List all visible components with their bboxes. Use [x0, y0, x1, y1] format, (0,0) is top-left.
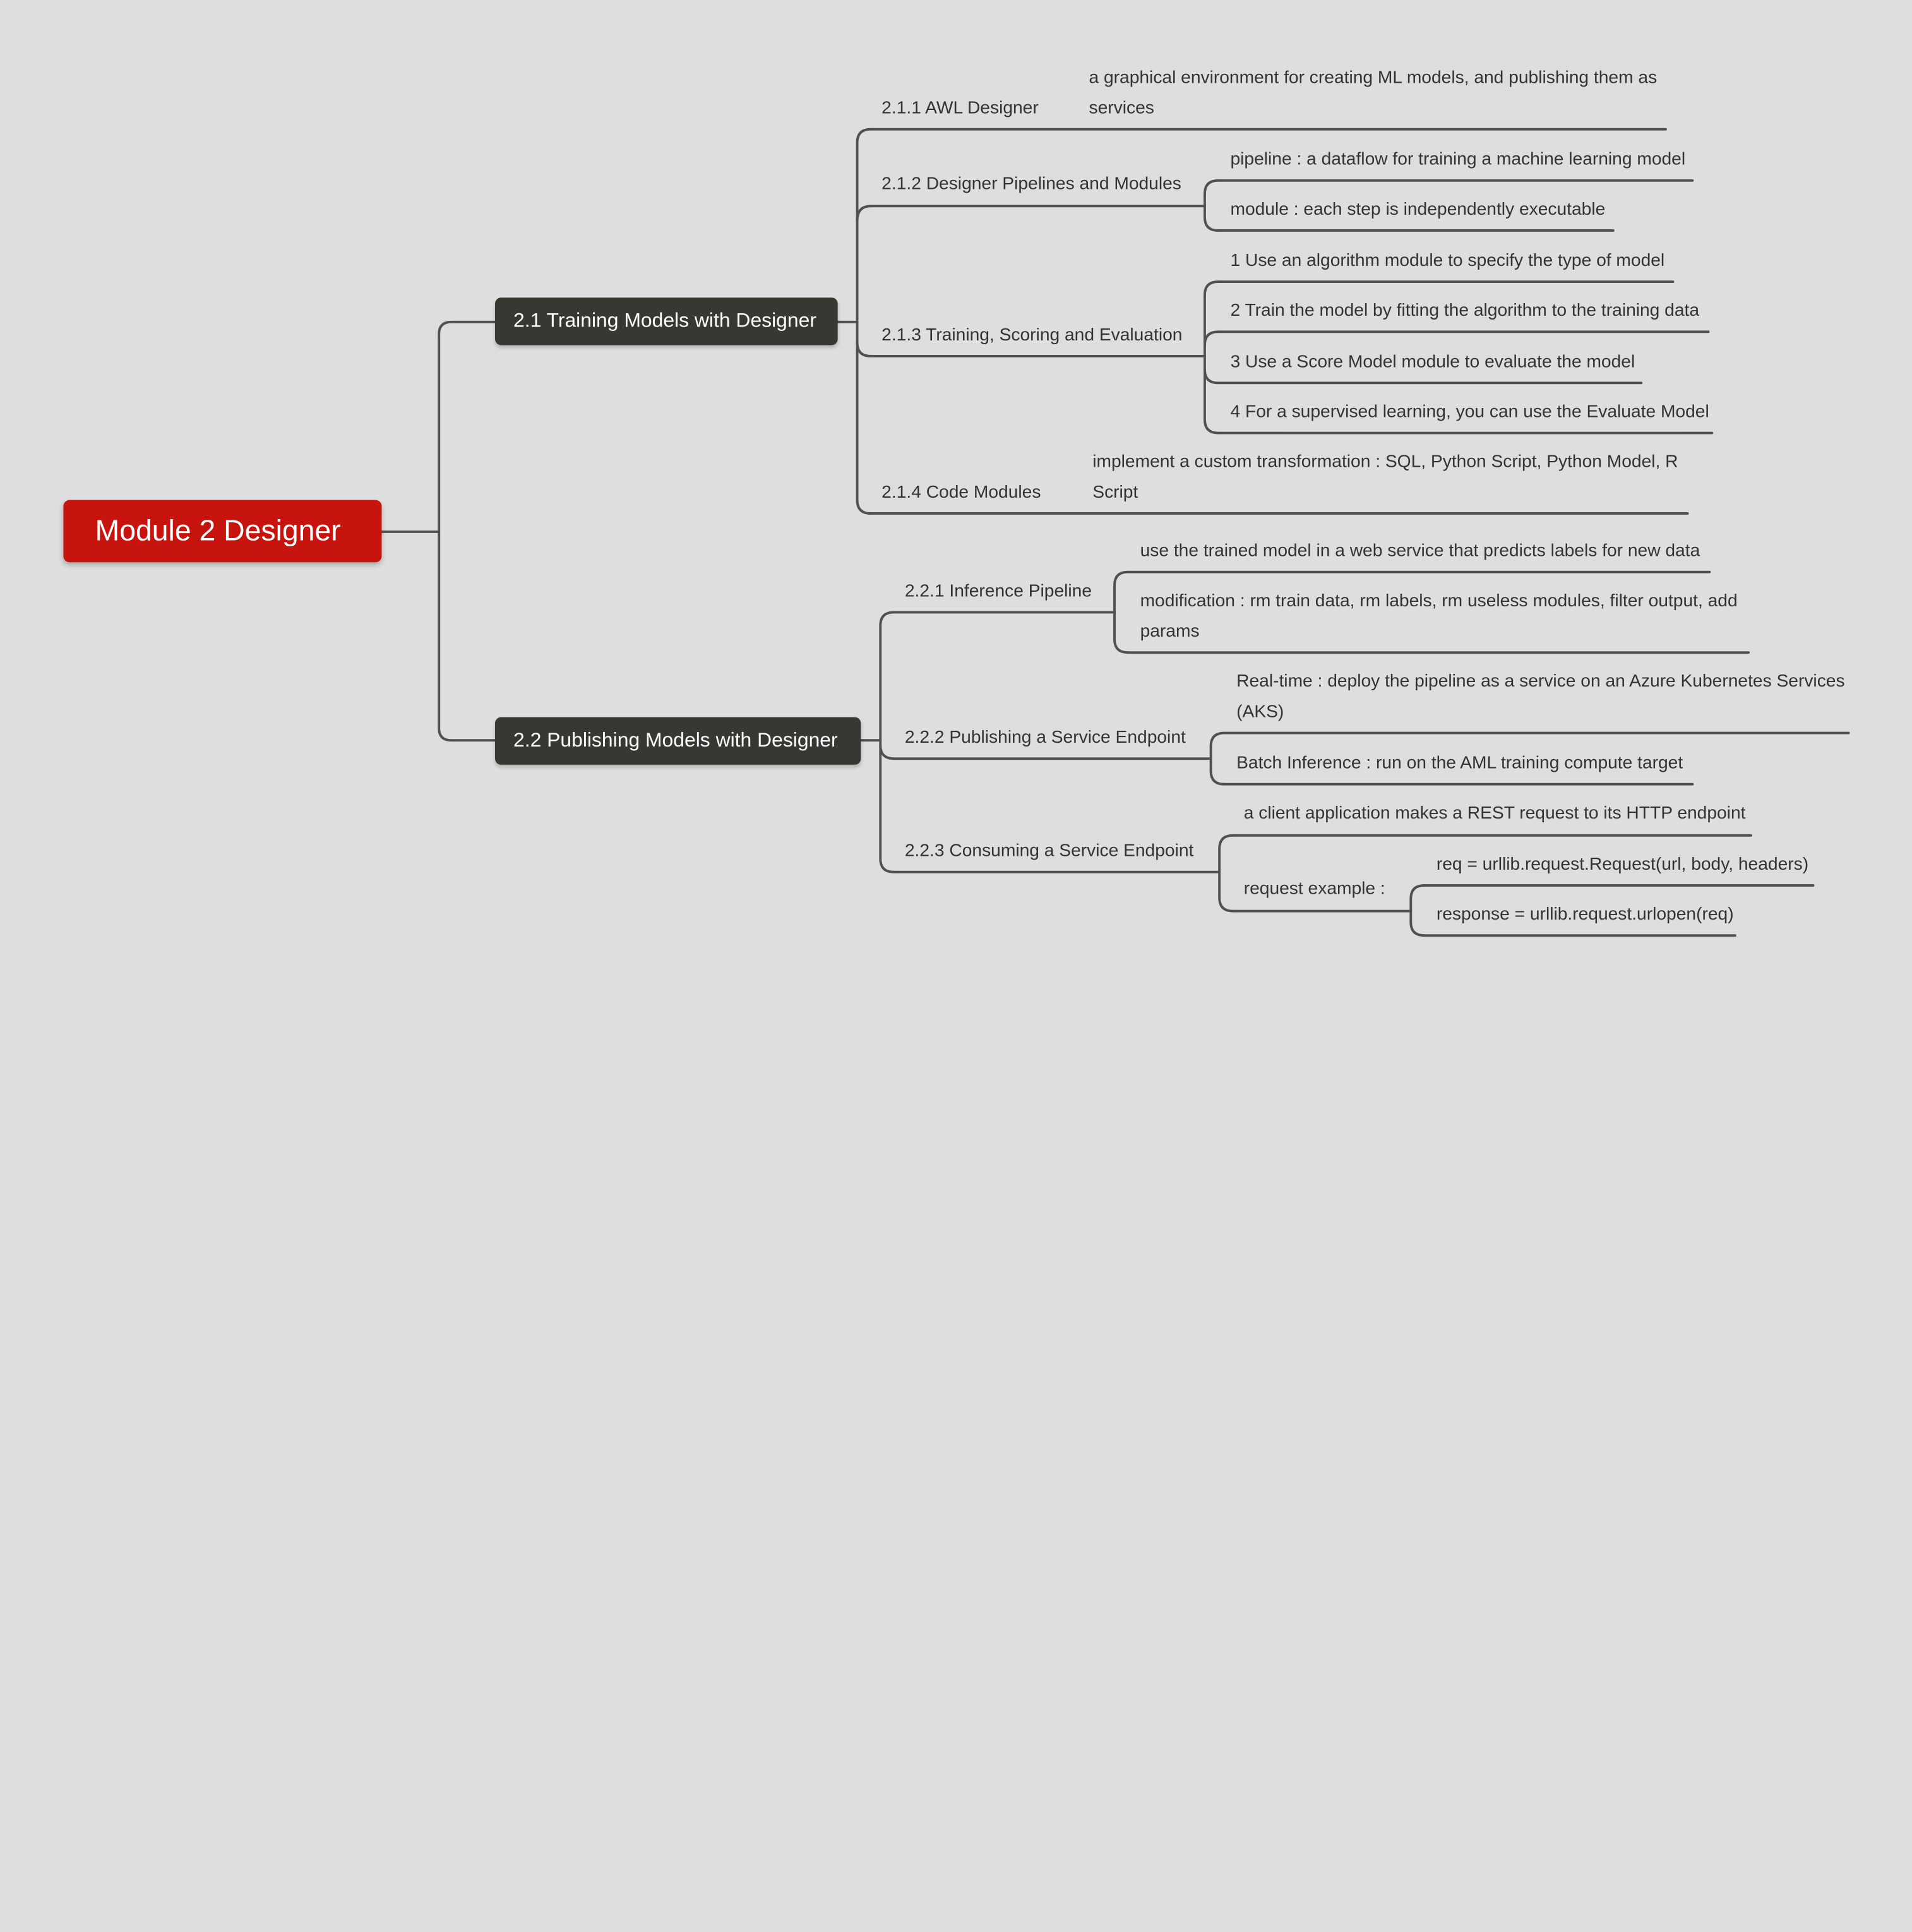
- subtopic-pipelines-modules[interactable]: 2.1.2 Designer Pipelines and Modules: [881, 174, 1181, 195]
- note-step-1[interactable]: 1 Use an algorithm module to specify the…: [1230, 251, 1665, 271]
- connector-lines: [380, 128, 1850, 937]
- root-topic[interactable]: Module 2 Designer: [63, 500, 382, 563]
- main-topic-publishing[interactable]: 2.2 Publishing Models with Designer: [495, 717, 861, 765]
- subtopic-inference-pipeline[interactable]: 2.2.1 Inference Pipeline: [904, 582, 1092, 602]
- note-realtime[interactable]: Real-time : deploy the pipeline as a ser…: [1236, 672, 1845, 723]
- note-inference-use[interactable]: use the trained model in a web service t…: [1140, 541, 1700, 561]
- note-awl-designer[interactable]: a graphical environment for creating ML …: [1089, 68, 1658, 119]
- subtopic-awl-designer[interactable]: 2.1.1 AWL Designer: [881, 99, 1039, 119]
- note-batch[interactable]: Batch Inference : run on the AML trainin…: [1236, 753, 1683, 774]
- note-inference-modification[interactable]: modification : rm train data, rm labels,…: [1140, 591, 1738, 642]
- note-code-modules[interactable]: implement a custom transformation : SQL,…: [1092, 452, 1678, 503]
- note-pipeline[interactable]: pipeline : a dataflow for training a mac…: [1230, 150, 1686, 170]
- code-response[interactable]: response = urllib.request.urlopen(req): [1436, 904, 1734, 925]
- subtopic-publishing-endpoint[interactable]: 2.2.2 Publishing a Service Endpoint: [904, 728, 1186, 748]
- main-topic-training[interactable]: 2.1 Training Models with Designer: [495, 297, 838, 345]
- main-topic-label: 2.1 Training Models with Designer: [513, 309, 816, 332]
- subtopic-training-scoring[interactable]: 2.1.3 Training, Scoring and Evaluation: [881, 325, 1183, 345]
- note-module[interactable]: module : each step is independently exec…: [1230, 200, 1606, 220]
- note-step-3[interactable]: 3 Use a Score Model module to evaluate t…: [1230, 352, 1635, 372]
- root-topic-label: Module 2 Designer: [95, 513, 341, 548]
- note-client-request[interactable]: a client application makes a REST reques…: [1243, 803, 1746, 824]
- subtopic-code-modules[interactable]: 2.1.4 Code Modules: [881, 483, 1041, 503]
- note-step-4[interactable]: 4 For a supervised learning, you can use…: [1230, 402, 1709, 423]
- subtopic-consuming-endpoint[interactable]: 2.2.3 Consuming a Service Endpoint: [904, 841, 1194, 861]
- note-request-example[interactable]: request example :: [1243, 879, 1385, 899]
- note-step-2[interactable]: 2 Train the model by fitting the algorit…: [1230, 301, 1700, 321]
- code-req[interactable]: req = urllib.request.Request(url, body, …: [1436, 855, 1809, 875]
- main-topic-label: 2.2 Publishing Models with Designer: [513, 729, 838, 752]
